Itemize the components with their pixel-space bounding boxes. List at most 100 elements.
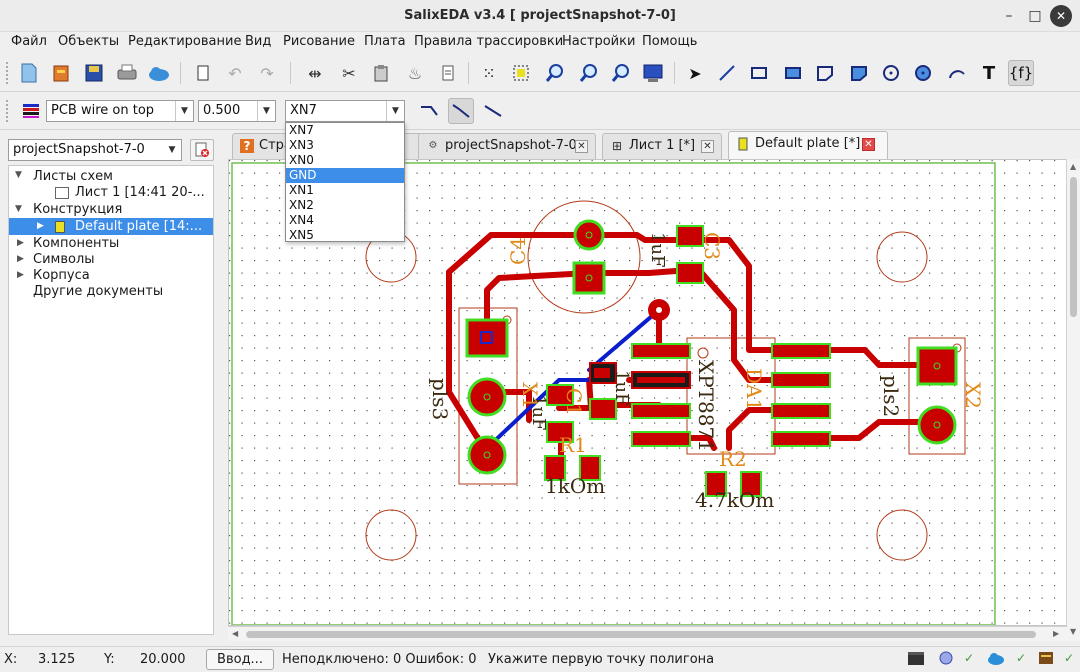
width-select[interactable]: 0.500 ▼: [198, 100, 276, 122]
toolbar-grip[interactable]: [6, 62, 10, 84]
close-icon[interactable]: ✕: [701, 140, 714, 153]
net-option[interactable]: XN7: [289, 123, 314, 137]
expand-down-icon[interactable]: ▼: [15, 204, 22, 214]
menu-file[interactable]: Файл: [11, 34, 47, 49]
vertical-scrollbar[interactable]: ▲ ▼: [1066, 159, 1080, 641]
scroll-thumb[interactable]: [246, 631, 1036, 638]
tree-item-plate[interactable]: Default plate [14:...: [75, 219, 203, 234]
zoom-fit-icon[interactable]: [608, 60, 634, 86]
minimize-button[interactable]: –: [1005, 8, 1013, 24]
net-option[interactable]: XN3: [289, 138, 314, 152]
wire-orthogonal-icon[interactable]: [416, 98, 442, 124]
tree-item-components[interactable]: Компоненты: [33, 236, 120, 251]
menu-objects[interactable]: Объекты: [58, 34, 120, 49]
net-option[interactable]: XN1: [289, 183, 314, 197]
scroll-down-icon[interactable]: ▼: [1070, 627, 1077, 636]
layers-icon[interactable]: [18, 98, 44, 124]
maximize-button[interactable]: □: [1028, 8, 1042, 24]
cloud-status-icon[interactable]: [986, 650, 1006, 670]
input-button[interactable]: Ввод...: [206, 649, 274, 670]
net-option[interactable]: XN2: [289, 198, 314, 212]
open-file-icon[interactable]: [48, 60, 74, 86]
clapper-icon[interactable]: [906, 650, 926, 670]
cut-icon[interactable]: ✂: [342, 63, 356, 83]
net-option[interactable]: XN5: [289, 228, 314, 242]
scroll-left-icon[interactable]: ◀: [232, 629, 239, 638]
expand-right-icon[interactable]: ▶: [17, 254, 24, 264]
clear-icon[interactable]: ♨: [407, 63, 423, 83]
scroll-up-icon[interactable]: ▲: [1070, 162, 1077, 171]
expand-right-icon[interactable]: ▶: [17, 238, 24, 248]
filled-polygon-icon[interactable]: [846, 60, 872, 86]
expand-down-icon[interactable]: ▼: [15, 170, 22, 180]
expand-right-icon[interactable]: ▶: [37, 221, 44, 231]
tree-item-symbols[interactable]: Символы: [33, 252, 95, 267]
expand-right-icon[interactable]: ▶: [17, 270, 24, 280]
tree-item-construction[interactable]: Конструкция: [33, 202, 123, 217]
horizontal-scrollbar[interactable]: ◀ ▶: [228, 626, 1067, 641]
project-select[interactable]: projectSnapshot-7-0 ▼: [8, 139, 182, 161]
select-frame-icon[interactable]: [508, 60, 534, 86]
toolbar-grip[interactable]: [6, 100, 10, 122]
new-file-icon[interactable]: [16, 60, 42, 86]
tree-item-other-docs[interactable]: Другие документы: [33, 284, 164, 299]
paste-icon[interactable]: [368, 60, 394, 86]
grid-icon[interactable]: ⁙: [482, 63, 496, 83]
tab-sheet1[interactable]: ⊞ Лист 1 [*] ✕: [602, 133, 722, 159]
tree-item-packages[interactable]: Корпуса: [33, 268, 90, 283]
tab-default-plate[interactable]: Default plate [*] ✕: [728, 131, 888, 159]
function-icon[interactable]: {f}: [1008, 60, 1034, 86]
scroll-right-icon[interactable]: ▶: [1053, 629, 1060, 638]
menu-settings[interactable]: Настройки: [562, 34, 636, 49]
circle-icon[interactable]: [878, 60, 904, 86]
net-select[interactable]: XN7 ▼: [285, 100, 405, 122]
net-option-selected[interactable]: GND: [286, 168, 404, 183]
filled-rect-icon[interactable]: [780, 60, 806, 86]
pointer-icon[interactable]: ➤: [688, 63, 702, 83]
menu-board[interactable]: Плата: [364, 34, 406, 49]
cloud-icon[interactable]: [146, 60, 172, 86]
menu-draw[interactable]: Рисование: [283, 34, 355, 49]
wire-diagonal-icon[interactable]: [448, 98, 474, 124]
net-option[interactable]: XN0: [289, 153, 314, 167]
rect-icon[interactable]: [746, 60, 772, 86]
undo-icon[interactable]: ↶: [228, 63, 242, 83]
flip-icon[interactable]: ⇹: [308, 63, 322, 83]
scroll-thumb[interactable]: [1070, 177, 1077, 317]
filled-circle-icon[interactable]: [910, 60, 936, 86]
menu-view[interactable]: Вид: [245, 34, 272, 49]
zoom-out-icon[interactable]: [576, 60, 602, 86]
page-icon[interactable]: [190, 60, 216, 86]
close-icon[interactable]: ✕: [575, 140, 588, 153]
c4-outline: [527, 200, 641, 314]
board-edge: [231, 162, 996, 625]
layer-select[interactable]: PCB wire on top ▼: [46, 100, 194, 122]
text-icon[interactable]: T: [982, 62, 996, 84]
redo-icon[interactable]: ↷: [260, 63, 274, 83]
tree-item-sheets[interactable]: Листы схем: [33, 169, 113, 184]
close-project-icon[interactable]: [190, 139, 214, 161]
x1-pad-hole: [483, 451, 491, 459]
zoom-in-icon[interactable]: [542, 60, 568, 86]
props-icon[interactable]: [435, 60, 461, 86]
line-icon[interactable]: [714, 60, 740, 86]
arc-icon[interactable]: [944, 60, 970, 86]
layer-select-value: PCB wire on top: [51, 103, 155, 118]
menu-edit[interactable]: Редактирование: [128, 34, 242, 49]
wire-free-icon[interactable]: [480, 98, 506, 124]
polygon-icon[interactable]: [812, 60, 838, 86]
drc-info: Неподключено: 0 Ошибок: 0: [282, 652, 477, 667]
monitor-icon[interactable]: [640, 60, 666, 86]
network-icon[interactable]: [936, 650, 956, 670]
c1-pad: [546, 421, 574, 443]
close-icon[interactable]: ✕: [862, 138, 875, 151]
close-button[interactable]: ✕: [1050, 5, 1072, 27]
archive-icon[interactable]: [1036, 650, 1056, 670]
net-option[interactable]: XN4: [289, 213, 314, 227]
print-icon[interactable]: [114, 60, 140, 86]
save-icon[interactable]: [81, 60, 107, 86]
tree-item-sheet1[interactable]: Лист 1 [14:41 20-...: [75, 185, 205, 200]
menu-routing-rules[interactable]: Правила трассировки: [414, 34, 564, 49]
tab-project[interactable]: ⚙ projectSnapshot-7-0 ✕: [418, 133, 596, 159]
menu-help[interactable]: Помощь: [642, 34, 698, 49]
